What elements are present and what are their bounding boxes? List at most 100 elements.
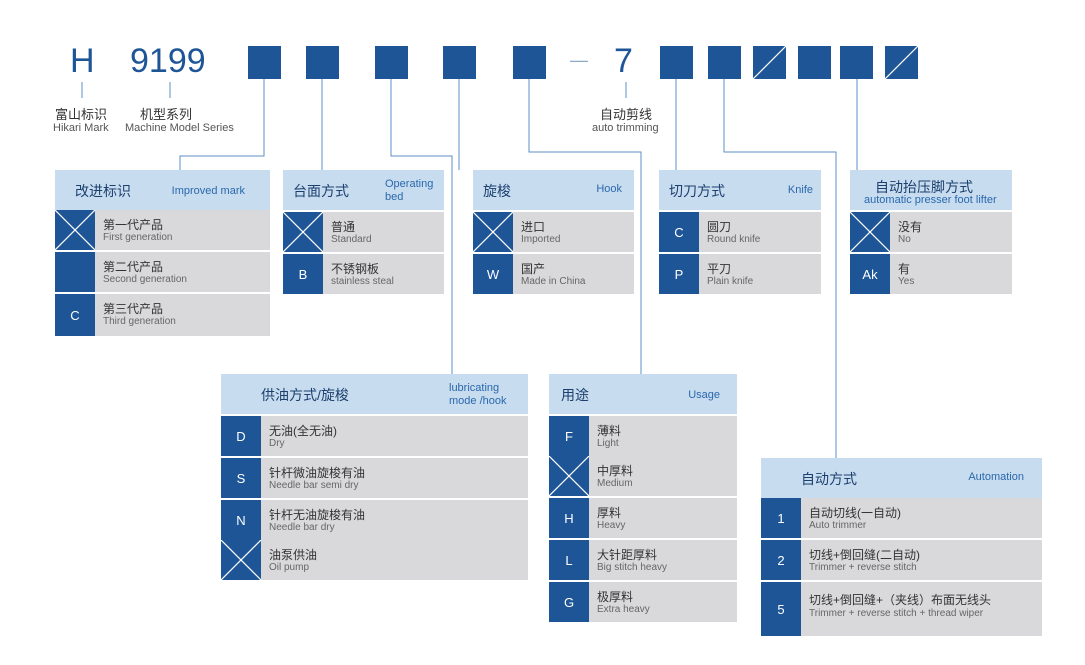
panel-lubricating-mode: 供油方式/旋梭 lubricating mode /hook D 无油(全无油)… [221, 374, 528, 580]
option-code: D [221, 416, 261, 456]
option-row: 没有 No [850, 212, 1012, 252]
option-label-cn: 针杆微油旋梭有油 [269, 466, 366, 480]
cross-icon [850, 212, 890, 252]
code-slot-knife [660, 46, 693, 79]
option-label-en: Yes [898, 276, 915, 287]
option-label-cn: 厚料 [597, 506, 622, 520]
brand-caption-en: Hikari Mark [53, 122, 109, 134]
separator-dash: — [570, 50, 588, 70]
panel-title-en: Usage [688, 389, 720, 401]
option-label-cn: 自动切线(一自动) [809, 506, 901, 520]
option-label-en: Round knife [707, 234, 761, 245]
option-label-en: No [898, 234, 911, 245]
option-row: 5 切线+倒回缝+（夹线）布面无线头 Trimmer + reverse sti… [761, 582, 1042, 636]
option-row: 进口 Imported [473, 212, 634, 252]
cross-icon [549, 456, 589, 496]
auto-caption-en: auto trimming [592, 122, 659, 134]
option-label-en: Standard [331, 234, 372, 245]
panel-title-en: Automation [968, 471, 1024, 483]
slash-icon [753, 46, 786, 79]
brand-caption-cn: 富山标识 [55, 107, 108, 122]
option-label-cn: 切线+倒回缝(二自动) [809, 548, 921, 562]
panel-presser-foot-lifter: 自动抬压脚方式 automatic presser foot lifter 没有… [850, 170, 1012, 294]
option-code: C [55, 294, 95, 336]
panel-title-cn: 改进标识 [75, 183, 131, 199]
slash-icon [885, 46, 918, 79]
panel-hook: 旋梭 Hook 进口 Imported W 国产 Made in China [473, 170, 634, 294]
panel-title-en: Knife [787, 184, 813, 196]
panel-automation: 自动方式 Automation 1 自动切线(一自动) Auto trimmer… [761, 458, 1042, 636]
option-row: C 圆刀 Round knife [659, 212, 821, 252]
option-label-en: stainless steal [331, 276, 394, 287]
panel-title-en: Improved mark [171, 185, 245, 197]
option-row: B 不锈钢板 stainless steal [283, 254, 444, 294]
option-label-cn: 大针距厚料 [597, 548, 658, 562]
option-code: H [549, 498, 589, 538]
option-label-cn: 不锈钢板 [331, 262, 380, 276]
option-label-en: Dry [269, 438, 285, 449]
option-label-cn: 油泵供油 [269, 548, 318, 562]
code-slot-hook [443, 46, 476, 79]
option-code [55, 252, 95, 292]
option-label-cn: 普通 [331, 220, 356, 234]
auto-trim-code: 7 [614, 42, 633, 80]
option-code: B [283, 254, 323, 294]
option-label-en: Third generation [103, 316, 176, 327]
option-row: 中厚料 Medium [549, 456, 737, 496]
option-code: W [473, 254, 513, 294]
option-label-cn: 中厚料 [597, 464, 634, 478]
option-row: 第二代产品 Second generation [55, 252, 270, 292]
panel-title-cn: 切刀方式 [669, 183, 725, 199]
option-code: C [659, 212, 699, 252]
panel-header: 自动方式 Automation [761, 458, 1042, 498]
panel-header: 台面方式 Operating bed [283, 170, 444, 210]
option-row: 油泵供油 Oil pump [221, 540, 528, 580]
panel-header: 改进标识 Improved mark [55, 170, 270, 210]
model-caption-cn: 机型系列 [140, 107, 193, 122]
option-label-en: Auto trimmer [809, 520, 867, 531]
panel-header: 用途 Usage [549, 374, 737, 414]
option-label-cn: 无油(全无油) [269, 424, 337, 438]
option-label-cn: 第三代产品 [103, 302, 164, 316]
option-code: N [221, 500, 261, 540]
option-label-en: Light [597, 438, 619, 449]
option-label-en: Second generation [103, 274, 187, 285]
panel-title-cn: 自动抬压脚方式 [875, 179, 973, 195]
code-slot-bed [306, 46, 339, 79]
option-label-en: Big stitch heavy [597, 562, 668, 573]
option-label-cn: 极厚料 [597, 590, 634, 604]
code-slot-lifter [840, 46, 873, 79]
option-row: 第一代产品 First generation [55, 210, 270, 250]
cross-icon [283, 212, 323, 252]
option-label-en: Plain knife [707, 276, 754, 287]
option-label-cn: 平刀 [707, 262, 732, 276]
option-label-cn: 没有 [898, 220, 923, 234]
cross-icon [55, 210, 95, 250]
option-code: S [221, 458, 261, 498]
option-row: P 平刀 Plain knife [659, 254, 821, 294]
option-label-cn: 圆刀 [707, 220, 732, 234]
option-row: 1 自动切线(一自动) Auto trimmer [761, 498, 1042, 538]
option-row: Ak 有 Yes [850, 254, 1012, 294]
option-label-en: Imported [521, 234, 561, 245]
cross-icon [473, 212, 513, 252]
panel-header: 自动抬压脚方式 automatic presser foot lifter [850, 170, 1012, 210]
panel-header: 切刀方式 Knife [659, 170, 821, 210]
option-label-en: First generation [103, 232, 173, 243]
option-label-cn: 薄料 [597, 424, 622, 438]
option-row: 普通 Standard [283, 212, 444, 252]
panel-improved-mark: 改进标识 Improved mark 第一代产品 First generatio… [55, 170, 270, 336]
option-code: F [549, 416, 589, 456]
panel-usage: 用途 Usage F 薄料 Light 中厚料 Medium H 厚料 Heav… [549, 374, 737, 622]
panel-title-cn: 用途 [561, 387, 589, 403]
option-code: 2 [761, 540, 801, 580]
code-slot-usage [513, 46, 546, 79]
code-slot-automation [708, 46, 741, 79]
option-code: Ak [850, 254, 890, 294]
panel-header: 旋梭 Hook [473, 170, 634, 210]
option-label-en: Made in China [521, 276, 586, 287]
panel-title-en-2: bed [385, 191, 404, 203]
model-caption-en: Machine Model Series [125, 122, 234, 134]
code-slot-extra-1 [798, 46, 831, 79]
